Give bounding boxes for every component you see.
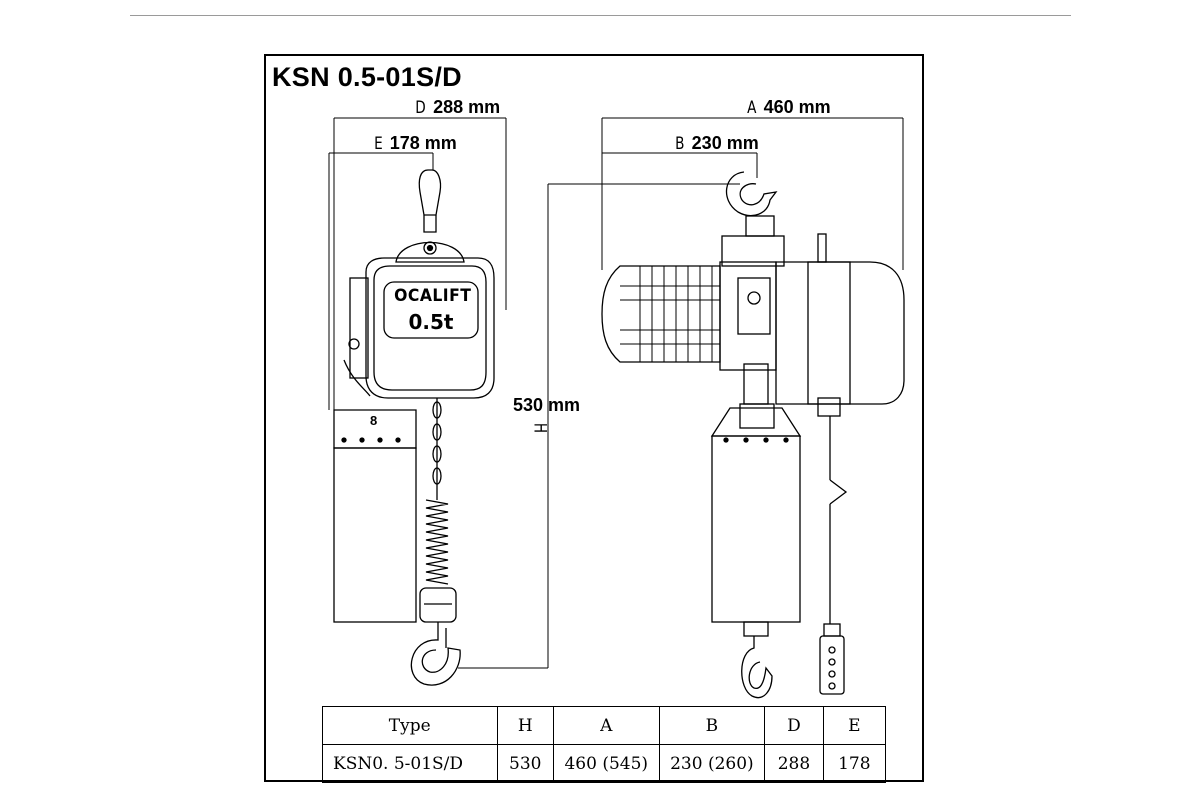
dimension-a-label: A 460 mm [746,97,831,118]
front-view [333,169,495,686]
table-row: KSN0. 5-01S/D 530 460 (545) 230 (260) 28… [322,744,887,783]
dimension-e-letter: E [374,134,383,154]
side-view [601,171,905,699]
brand-logo: OCALIFT [394,286,472,306]
spec-header-type: Type [322,706,498,745]
capacity-label: 0.5t [408,310,454,334]
dimension-b-letter: B [675,134,685,154]
spec-header-h: H [496,706,554,745]
spec-cell-b: 230 (260) [658,744,766,783]
spec-cell-e: 178 [822,744,887,783]
spec-table-header-row: Type H A B D E [322,706,887,745]
spec-cell-type: KSN0. 5-01S/D [322,744,498,783]
top-divider [130,15,1071,16]
spec-cell-d: 288 [764,744,824,783]
dimension-b-value: 230 mm [691,133,759,153]
spec-header-e: E [822,706,887,745]
dimension-a-value: 460 mm [763,97,831,117]
bag-number: 8 [370,413,378,428]
spec-cell-h: 530 [496,744,554,783]
spec-header-a: A [552,706,660,745]
dimension-e-label: E 178 mm [373,133,457,154]
dimension-b-label: B 230 mm [674,133,759,154]
dimension-d-label: D 288 mm [414,97,500,118]
dimension-d-value: 288 mm [433,97,501,117]
dimension-a-letter: A [747,98,757,118]
dimension-d-letter: D [415,98,426,118]
dimension-e-value: 178 mm [389,133,457,153]
spec-table: Type H A B D E KSN0. 5-01S/D 530 460 (54… [322,706,887,783]
spec-header-b: B [658,706,766,745]
dimension-h-value: 530 mm [513,395,581,415]
spec-header-d: D [764,706,824,745]
spec-cell-a: 460 (545) [552,744,660,783]
model-title: KSN 0.5-01S/D [272,62,462,92]
dimension-lines [328,117,904,669]
